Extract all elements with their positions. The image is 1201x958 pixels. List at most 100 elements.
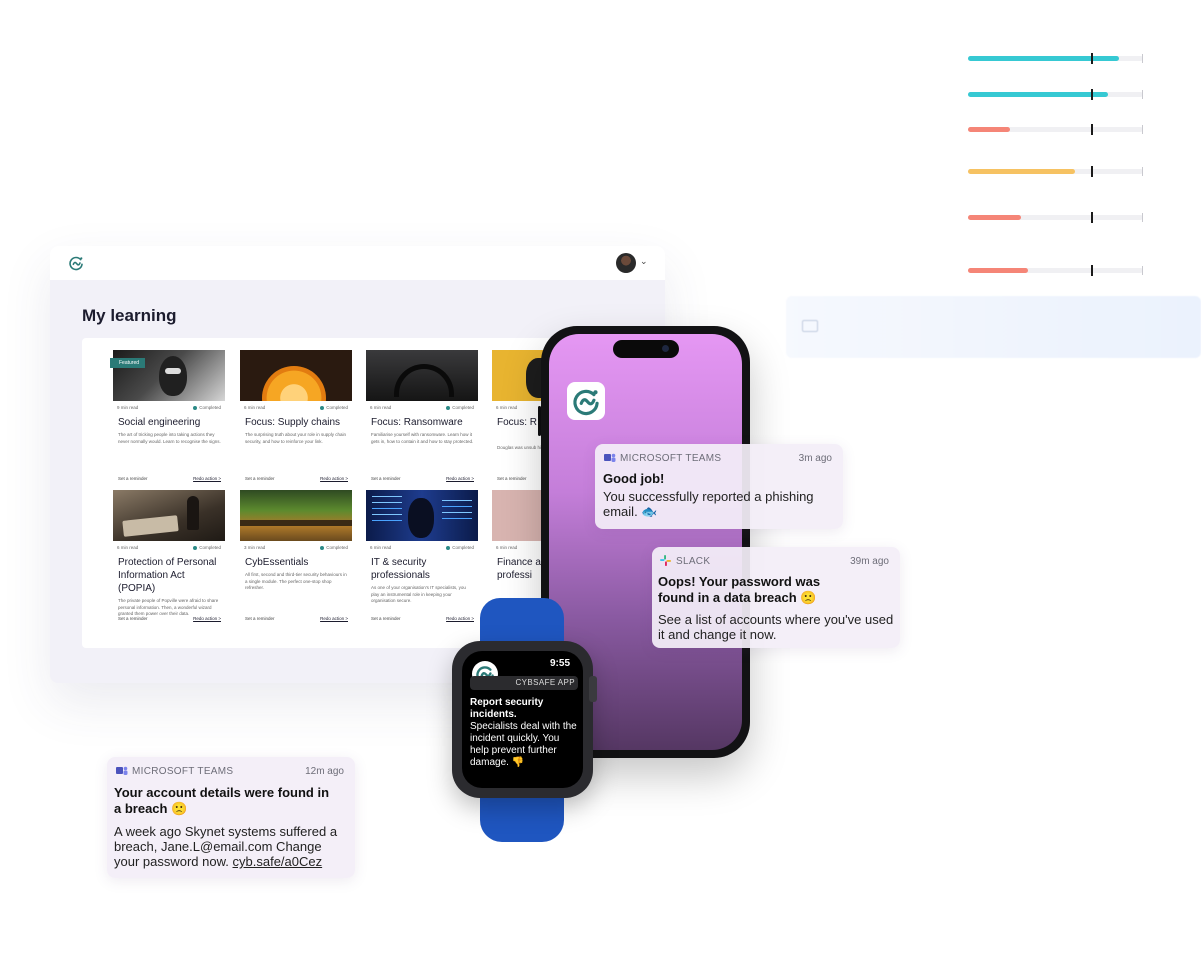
progress-fill — [968, 169, 1075, 174]
page-title: My learning — [82, 306, 177, 325]
notification-time: 39m ago — [850, 556, 889, 567]
target-marker — [1091, 89, 1093, 100]
card-description: Familiarise yourself with ransomware. Le… — [371, 432, 474, 444]
notification-body: See a list of accounts where you've used… — [658, 612, 894, 642]
card-title: Finance a payment professi — [497, 557, 583, 581]
card-title: Focus: Ransomware — [371, 417, 463, 428]
progress-bar — [968, 166, 1143, 177]
notification-title: Oops! Your password was found in a data … — [658, 574, 821, 605]
teams-breach-notification[interactable]: MICROSOFT TEAMS 12m ago Your account det… — [107, 757, 355, 878]
read-time: 6 min read — [370, 545, 392, 550]
short-link[interactable]: cyb.safe/a0Cez — [232, 854, 323, 869]
bar-end-tick — [1142, 125, 1143, 134]
microsoft-teams-icon — [604, 453, 616, 462]
target-marker — [1091, 124, 1093, 135]
bar-end-tick — [1142, 213, 1143, 222]
bar-end-tick — [1142, 90, 1143, 99]
target-marker — [1091, 265, 1093, 276]
card-title: Social engineering — [118, 417, 201, 428]
notification-body: You successfully reported a phishing ema… — [603, 489, 814, 519]
card-title: Focus: Supply chains — [245, 417, 341, 428]
redo-action-link[interactable]: Redo action > — [320, 616, 348, 621]
card-title: Focus: R fraud (st — [497, 417, 577, 428]
progress-fill — [968, 127, 1010, 132]
bar-end-tick — [1142, 54, 1143, 63]
progress-bar — [968, 89, 1143, 100]
learning-card[interactable]: 3 min read Completed CybEssentials All f… — [240, 490, 352, 626]
card-image — [366, 350, 478, 401]
set-reminder-link[interactable]: Set a reminder — [371, 476, 401, 481]
read-time: 6 min read — [244, 405, 266, 410]
redo-action-link[interactable]: Redo action > — [446, 476, 474, 481]
slack-icon — [660, 555, 671, 566]
microsoft-teams-icon — [116, 766, 128, 775]
notification-title: Good job! — [603, 471, 665, 486]
progress-bar — [968, 212, 1143, 223]
progress-bar — [968, 124, 1143, 135]
redo-action-link[interactable]: Redo action > — [193, 476, 221, 481]
progress-fill — [968, 215, 1021, 220]
cybsafe-app-icon[interactable] — [567, 382, 605, 420]
redo-action-link[interactable]: Redo action > — [320, 476, 348, 481]
slack-notification[interactable]: SLACK 39m ago Oops! Your password was fo… — [652, 547, 900, 648]
progress-fill — [968, 268, 1028, 273]
dynamic-island — [613, 340, 679, 358]
learning-card[interactable]: 6 min read Completed IT & security profe… — [366, 490, 478, 626]
card-title: IT & security professionals — [371, 557, 430, 581]
redo-action-link[interactable]: Redo action > — [193, 616, 221, 621]
status-completed: Completed — [446, 405, 474, 410]
notification-title: Your account details were found in a bre… — [114, 785, 330, 816]
learning-card[interactable]: 6 min read Completed Protection of Perso… — [113, 490, 225, 626]
progress-bar — [968, 53, 1143, 64]
progress-fill — [968, 92, 1108, 97]
card-description: The private people of Popville were afra… — [118, 598, 219, 616]
notification-app: SLACK — [676, 556, 711, 567]
notification-time: 12m ago — [305, 766, 344, 777]
set-reminder-link[interactable]: Set a reminder — [371, 616, 401, 621]
card-image — [113, 490, 225, 541]
dashboard-header: ⌄ — [50, 246, 665, 280]
info-panel — [786, 296, 1201, 358]
cybsafe-logo-icon[interactable] — [68, 255, 84, 271]
set-reminder-link[interactable]: Set a reminder — [118, 616, 148, 621]
target-marker — [1091, 166, 1093, 177]
notification-body-text: A week ago Skynet systems suffered a bre… — [114, 824, 338, 869]
progress-fill — [968, 56, 1119, 61]
set-reminder-link[interactable]: Set a reminder — [497, 476, 527, 481]
read-time: 6 min read — [496, 545, 518, 550]
avatar[interactable] — [616, 253, 636, 273]
watch-app-bar — [470, 676, 578, 690]
set-reminder-link[interactable]: Set a reminder — [245, 616, 275, 621]
notification-body: A week ago Skynet systems suffered a bre… — [114, 824, 350, 869]
watch-strap-top — [480, 598, 564, 648]
smartwatch-device: 9:55 CYBSAFE APP Report security inciden… — [452, 641, 593, 798]
learning-card[interactable]: Featured 9 min read Completed Social eng… — [110, 350, 225, 486]
status-completed: Completed — [320, 545, 348, 550]
status-completed: Completed — [320, 405, 348, 410]
read-time: 3 min read — [244, 545, 266, 550]
redo-action-link[interactable]: Redo action > — [446, 616, 474, 621]
chevron-down-icon[interactable]: ⌄ — [640, 256, 648, 266]
read-time: 6 min read — [117, 545, 139, 550]
featured-badge: Featured — [110, 358, 146, 368]
teams-notification[interactable]: MICROSOFT TEAMS 3m ago Good job! You suc… — [595, 444, 843, 529]
info-icon — [802, 320, 818, 332]
learning-card[interactable]: 6 min read Completed Focus: Supply chain… — [240, 350, 352, 486]
bar-end-tick — [1142, 266, 1143, 275]
card-description: As one of your organisation's IT special… — [371, 585, 466, 603]
watch-time: 9:55 — [549, 658, 570, 669]
target-marker — [1091, 53, 1093, 64]
read-time: 6 min read — [370, 405, 392, 410]
watch-notification-title: Report security incidents. — [470, 697, 544, 720]
watch-crown[interactable] — [589, 676, 597, 702]
status-completed: Completed — [193, 545, 221, 550]
card-description: The art of tricking people into taking a… — [118, 432, 221, 444]
card-title: Protection of Personal Information Act (… — [118, 557, 217, 594]
set-reminder-link[interactable]: Set a reminder — [245, 476, 275, 481]
learning-card[interactable]: 6 min read Completed Focus: Ransomware F… — [366, 350, 478, 486]
set-reminder-link[interactable]: Set a reminder — [118, 476, 148, 481]
card-image — [240, 350, 352, 401]
watch-app-name: CYBSAFE APP — [515, 678, 575, 687]
watch-notification-body: Specialists deal with the incident quick… — [470, 721, 577, 768]
bar-end-tick — [1142, 167, 1143, 176]
